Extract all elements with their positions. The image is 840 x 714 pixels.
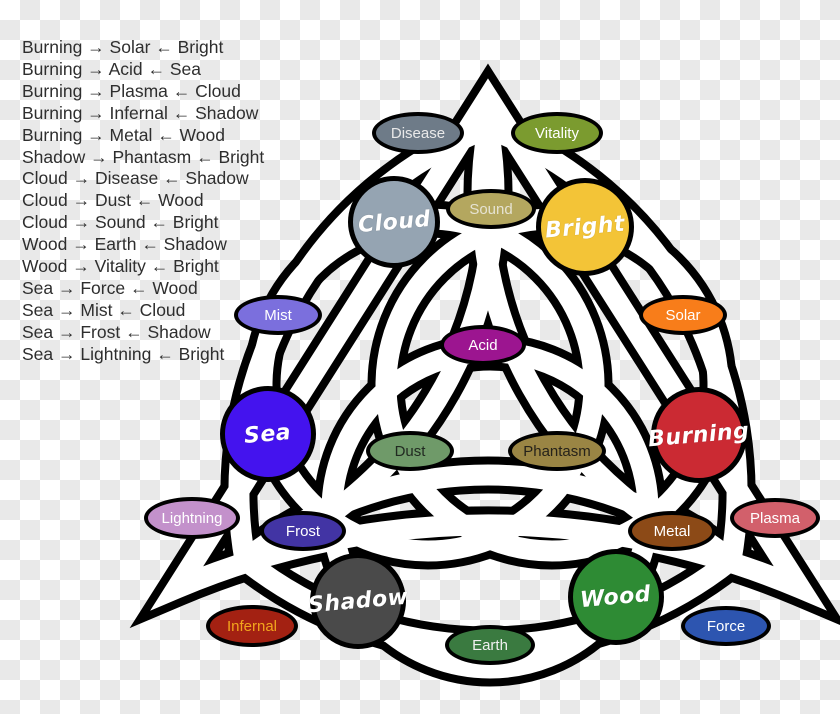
relation-item: Wood → Earth ← Shadow	[22, 234, 227, 255]
node-dust-label: Dust	[394, 442, 426, 460]
node-frost: Frost	[260, 511, 346, 551]
node-shadow: Shadow	[306, 553, 410, 649]
relation-item: Burning → Solar ← Bright	[22, 37, 224, 57]
node-solar: Solar	[639, 295, 727, 335]
relation-item: Shadow → Phantasm ← Bright	[22, 146, 265, 167]
node-phantasm: Phantasm	[508, 431, 606, 471]
node-sound-label: Sound	[469, 200, 513, 218]
relation-item: Sea → Lightning ← Bright	[22, 343, 225, 364]
node-burning-label: Burning	[647, 418, 751, 452]
relation-item: Cloud → Sound ← Bright	[22, 212, 219, 233]
relation-item: Burning → Metal ← Wood	[22, 124, 225, 145]
node-burning: Burning	[647, 387, 751, 483]
node-shadow-label: Shadow	[306, 584, 410, 618]
node-disease-label: Disease	[390, 124, 446, 142]
node-vitality: Vitality	[511, 112, 603, 154]
node-metal: Metal	[628, 511, 716, 551]
node-wood: Wood	[568, 549, 664, 645]
relation-item: Wood → Vitality ← Bright	[22, 256, 219, 277]
node-frost-label: Frost	[285, 522, 321, 540]
node-lightning: Lightning	[144, 497, 240, 539]
node-lightning-label: Lightning	[161, 509, 223, 527]
node-acid: Acid	[440, 325, 526, 365]
relation-item: Sea → Force ← Wood	[22, 277, 198, 298]
node-plasma-label: Plasma	[749, 509, 801, 527]
relation-item: Cloud → Dust ← Wood	[22, 190, 204, 211]
relation-item: Burning → Plasma ← Cloud	[22, 80, 241, 101]
node-cloud-label: Cloud	[356, 206, 432, 238]
node-bright: Bright	[536, 178, 634, 276]
node-force: Force	[681, 606, 771, 646]
node-metal-label: Metal	[653, 522, 691, 540]
node-bright-label: Bright	[544, 211, 626, 243]
node-dust: Dust	[366, 431, 454, 471]
relation-item: Burning → Infernal ← Shadow	[22, 102, 259, 123]
node-acid-label: Acid	[468, 336, 498, 354]
node-infernal-label: Infernal	[226, 617, 278, 635]
node-wood-label: Wood	[579, 581, 653, 613]
node-earth: Earth	[445, 625, 535, 665]
node-infernal: Infernal	[206, 605, 298, 647]
node-cloud: Cloud	[348, 176, 440, 268]
node-plasma: Plasma	[730, 498, 820, 538]
node-phantasm-label: Phantasm	[523, 442, 591, 460]
node-sound: Sound	[446, 189, 536, 229]
node-sea-label: Sea	[243, 419, 293, 449]
node-solar-label: Solar	[665, 306, 701, 324]
node-earth-label: Earth	[472, 636, 508, 654]
node-disease: Disease	[372, 112, 464, 154]
relation-item: Burning → Acid ← Sea	[22, 58, 201, 79]
node-sea: Sea	[220, 386, 316, 482]
node-mist: Mist	[234, 295, 322, 335]
relations-list: Burning → Solar ← Bright Burning → Acid …	[22, 37, 264, 366]
relation-item: Sea → Frost ← Shadow	[22, 321, 211, 342]
node-vitality-label: Vitality	[535, 124, 579, 142]
relation-item: Cloud → Disease ← Shadow	[22, 168, 249, 189]
node-mist-label: Mist	[264, 306, 292, 324]
node-force-label: Force	[706, 617, 746, 635]
relation-item: Sea → Mist ← Cloud	[22, 299, 186, 320]
